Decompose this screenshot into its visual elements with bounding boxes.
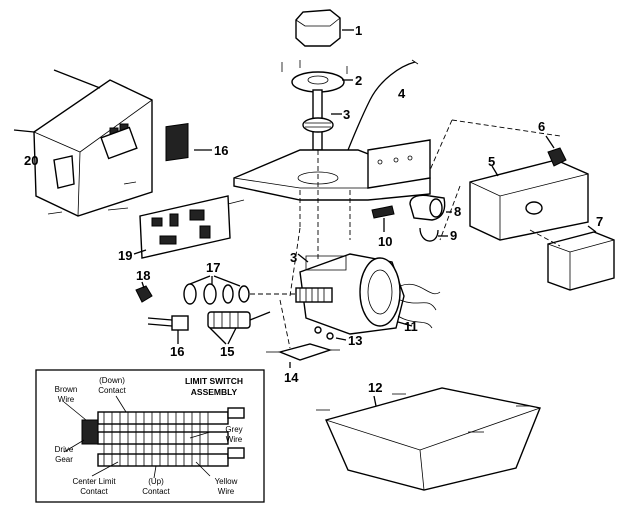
part-number-16-upper: 16 [214,143,228,158]
part-8-capacitor [409,194,452,221]
yellow-wire-label-1: Yellow [215,477,238,486]
part-20-end-cover [13,69,153,217]
part-4-cable [345,59,419,156]
part-number-callouts: 1 2 3 4 6 5 16 20 8 7 9 10 19 3 17 18 11… [24,23,603,395]
drive-gear-label-2: Gear [55,455,73,464]
part-number-15: 15 [220,344,234,359]
part-3-sprocket-shaft [302,89,342,151]
grey-wire-label-1: Grey [225,425,242,434]
inset-title-line1: LIMIT SWITCH [185,376,243,386]
part-1-cover [295,9,354,47]
part-number-3-lower: 3 [290,250,297,265]
part-10-screws [371,205,395,232]
part-3-worm-gear [295,253,347,303]
part-number-4: 4 [398,86,406,101]
part-5-side-cover [469,159,589,241]
part-14-bracket [266,343,340,368]
brown-wire-label-1: Brown [55,385,78,394]
part-number-17: 17 [206,260,220,275]
part-number-12: 12 [368,380,382,395]
brown-wire-label-2: Wire [58,395,75,404]
part-7-lens [547,225,615,291]
part-number-6: 6 [538,119,545,134]
part-number-11: 11 [404,319,418,334]
guide-lines [279,119,561,349]
part-2-plate [281,60,353,93]
part-number-8: 8 [454,204,461,219]
center-limit-label-1: Center Limit [72,477,116,486]
inset-title-line2: ASSEMBLY [191,387,238,397]
part-15-limit-switch [207,311,271,345]
part-number-18: 18 [136,268,150,283]
part-number-5: 5 [488,154,495,169]
part-16-label [165,123,212,162]
up-contact-label-2: Contact [142,487,170,496]
chassis-plate [233,139,431,260]
part-number-7: 7 [596,214,603,229]
part-number-10: 10 [378,234,392,249]
part-19-circuit-board [133,195,245,259]
part-number-9: 9 [450,228,457,243]
drive-gear-label-1: Drive [55,445,74,454]
part-13-screws [314,326,347,341]
down-contact-label-1: (Down) [99,376,125,385]
part-11-motor [299,253,441,335]
limit-switch-inset: LIMIT SWITCH ASSEMBLY (Down) Contact Bro… [35,369,265,503]
part-18-drive-gear [135,281,153,303]
up-contact-label-1: (Up) [148,477,164,486]
part-9-clip [419,227,448,242]
part-number-3-upper: 3 [343,107,350,122]
grey-wire-label-2: Wire [226,435,243,444]
center-limit-label-2: Contact [80,487,108,496]
part-number-2: 2 [355,73,362,88]
yellow-wire-label-2: Wire [218,487,235,496]
part-number-1: 1 [355,23,362,38]
part-6-socket [545,135,567,167]
part-number-19: 19 [118,248,132,263]
part-number-16-lower: 16 [170,344,184,359]
part-12-housing [316,387,541,491]
down-contact-label-2: Contact [98,386,126,395]
part-16-wire-harness [147,315,189,344]
part-number-20: 20 [24,153,38,168]
part-number-13: 13 [348,333,362,348]
part-17-gears [183,275,296,305]
part-number-14: 14 [284,370,299,385]
